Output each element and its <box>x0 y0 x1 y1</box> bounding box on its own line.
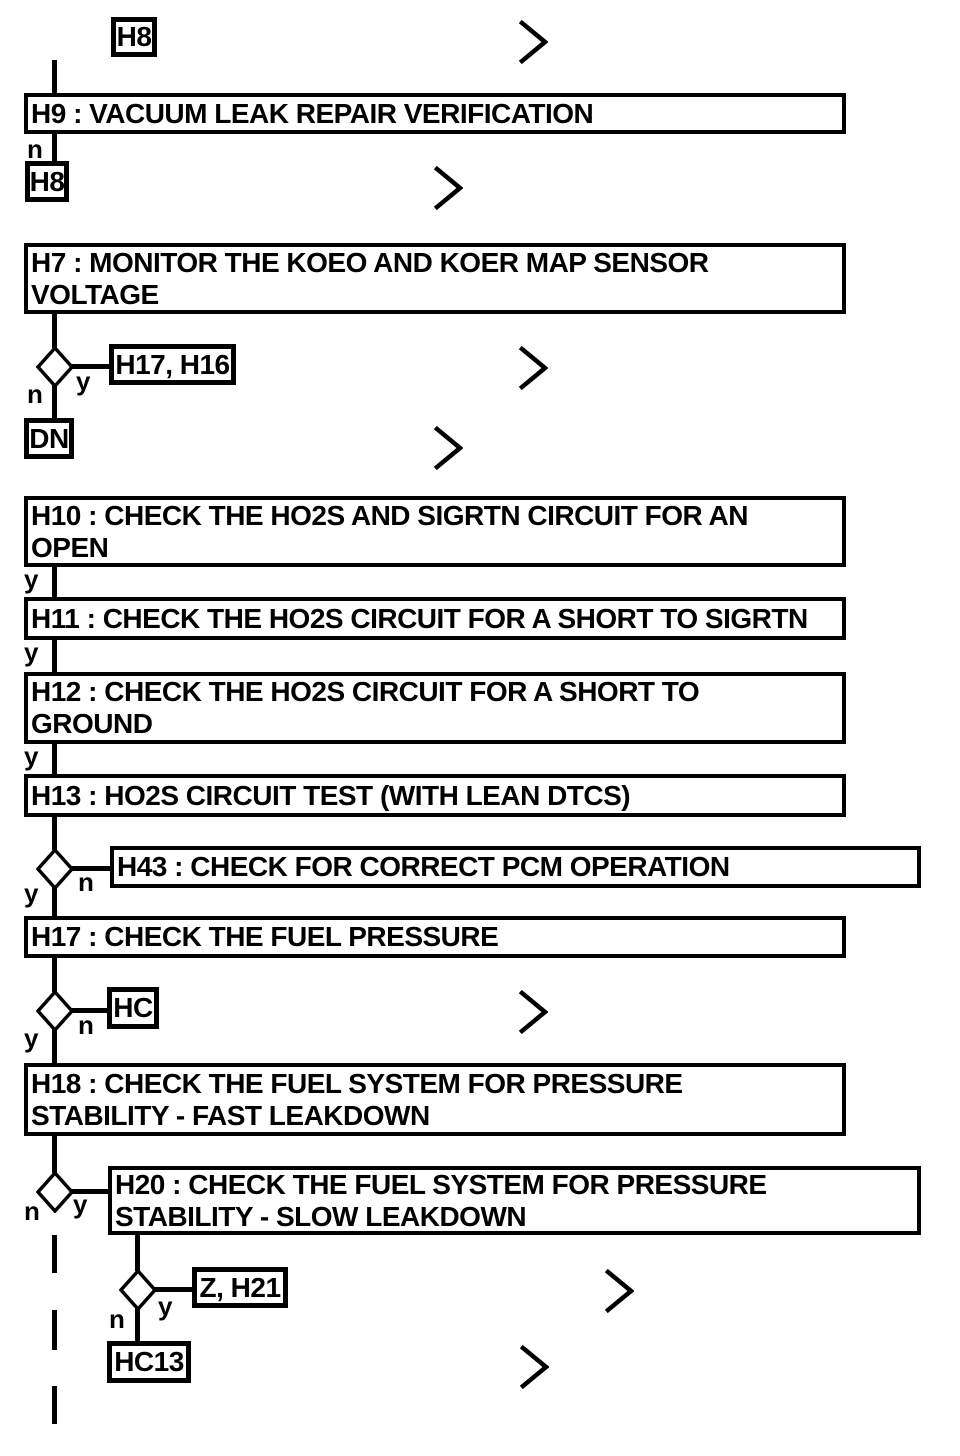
step-box-h9: H9 : VACUUM LEAK REPAIR VERIFICATION <box>24 93 846 134</box>
connector-line <box>52 742 57 776</box>
step-title-line2: GROUND <box>31 708 153 739</box>
ref-box-h17-h16: H17, H16 <box>109 344 236 385</box>
ref-box-z-h21: Z, H21 <box>192 1267 288 1308</box>
step-box-h13: H13 : HO2S CIRCUIT TEST (WITH LEAN DTCS) <box>24 774 846 817</box>
yes-label: y <box>73 1189 88 1219</box>
continue-chevron-icon <box>433 425 463 471</box>
step-title: H13 : HO2S CIRCUIT TEST (WITH LEAN DTCS) <box>31 779 631 811</box>
connector-line <box>52 886 57 918</box>
step-box-h11: H11 : CHECK THE HO2S CIRCUIT FOR A SHORT… <box>24 597 846 640</box>
step-title-line2: VOLTAGE <box>31 278 159 310</box>
no-label: n <box>27 134 43 164</box>
connector-line <box>52 815 57 850</box>
connector-line <box>153 1287 195 1292</box>
connector-line <box>52 638 57 674</box>
decision-diamond <box>36 346 74 388</box>
ref-box-h8-top: H8 <box>111 17 157 57</box>
decision-diamond <box>36 1171 74 1213</box>
decision-diamond <box>36 848 74 890</box>
connector-line <box>70 1008 110 1013</box>
step-title: H17 : CHECK THE FUEL PRESSURE <box>31 921 499 952</box>
ref-label: H17, H16 <box>115 348 230 380</box>
decision-diamond <box>119 1269 157 1311</box>
connector-line <box>70 364 112 369</box>
step-box-h7: H7 : MONITOR THE KOEO AND KOER MAP SENSO… <box>24 243 846 314</box>
step-box-h20: H20 : CHECK THE FUEL SYSTEM FOR PRESSURE… <box>108 1166 921 1235</box>
no-label: n <box>78 1010 94 1040</box>
no-label: n <box>78 867 94 897</box>
connector-line <box>52 312 57 348</box>
step-title: H11 : CHECK THE HO2S CIRCUIT FOR A SHORT… <box>31 602 808 634</box>
ref-label: DN <box>29 422 69 454</box>
step-title-line2: STABILITY - FAST LEAKDOWN <box>31 1099 430 1131</box>
step-title: H20 : CHECK THE FUEL SYSTEM FOR PRESSURE <box>115 1168 767 1200</box>
step-box-h12: H12 : CHECK THE HO2S CIRCUIT FOR A SHORT… <box>24 672 846 744</box>
yes-label: y <box>76 366 91 396</box>
step-title: H43 : CHECK FOR CORRECT PCM OPERATION <box>117 851 730 882</box>
yes-label: y <box>24 564 39 594</box>
step-title: H10 : CHECK THE HO2S AND SIGRTN CIRCUIT … <box>31 499 748 531</box>
continue-chevron-icon <box>518 345 548 391</box>
step-box-h18: H18 : CHECK THE FUEL SYSTEM FOR PRESSURE… <box>24 1063 846 1136</box>
connector-line <box>52 384 57 420</box>
ref-box-hc13: HC13 <box>107 1341 191 1383</box>
yes-label: y <box>24 741 39 771</box>
step-title-line2: STABILITY - SLOW LEAKDOWN <box>115 1200 527 1232</box>
ref-label: H8 <box>29 165 65 197</box>
decision-diamond <box>36 990 74 1032</box>
connector-line <box>52 565 57 599</box>
ref-box-h8-return: H8 <box>25 161 69 202</box>
no-label: n <box>27 379 43 409</box>
ref-label: H8 <box>116 21 152 52</box>
no-label: n <box>109 1304 125 1334</box>
continue-chevron-icon <box>518 19 548 65</box>
step-title: H12 : CHECK THE HO2S CIRCUIT FOR A SHORT… <box>31 676 700 707</box>
yes-label: y <box>24 878 39 908</box>
yes-label: y <box>24 637 39 667</box>
step-title: H7 : MONITOR THE KOEO AND KOER MAP SENSO… <box>31 246 709 278</box>
step-title: H9 : VACUUM LEAK REPAIR VERIFICATION <box>31 97 594 129</box>
step-title-line2: OPEN <box>31 531 109 563</box>
ref-box-dn: DN <box>24 418 74 459</box>
dashed-connector-segment <box>52 1386 57 1424</box>
ref-box-hc: HC <box>107 987 159 1029</box>
dashed-connector-segment <box>52 1235 57 1273</box>
step-box-h43: H43 : CHECK FOR CORRECT PCM OPERATION <box>110 846 921 888</box>
step-title: H18 : CHECK THE FUEL SYSTEM FOR PRESSURE <box>31 1067 683 1099</box>
connector-line <box>135 1306 140 1343</box>
step-box-h17: H17 : CHECK THE FUEL PRESSURE <box>24 916 846 958</box>
connector-line <box>52 60 57 94</box>
ref-label: HC13 <box>114 1346 184 1377</box>
connector-line <box>70 866 112 871</box>
no-label: n <box>24 1196 40 1226</box>
continue-chevron-icon <box>518 989 548 1035</box>
connector-line <box>52 1134 57 1173</box>
connector-line <box>52 956 57 992</box>
yes-label: y <box>158 1291 173 1321</box>
connector-line <box>135 1233 140 1271</box>
connector-line <box>52 132 57 163</box>
connector-line <box>70 1189 110 1194</box>
step-box-h10: H10 : CHECK THE HO2S AND SIGRTN CIRCUIT … <box>24 496 846 567</box>
dashed-connector-segment <box>52 1310 57 1350</box>
continue-chevron-icon <box>604 1268 634 1314</box>
ref-label: Z, H21 <box>199 1271 281 1303</box>
continue-chevron-icon <box>519 1344 549 1390</box>
yes-label: y <box>24 1023 39 1053</box>
connector-line <box>52 1029 57 1065</box>
ref-label: HC <box>113 992 153 1023</box>
continue-chevron-icon <box>433 165 463 211</box>
